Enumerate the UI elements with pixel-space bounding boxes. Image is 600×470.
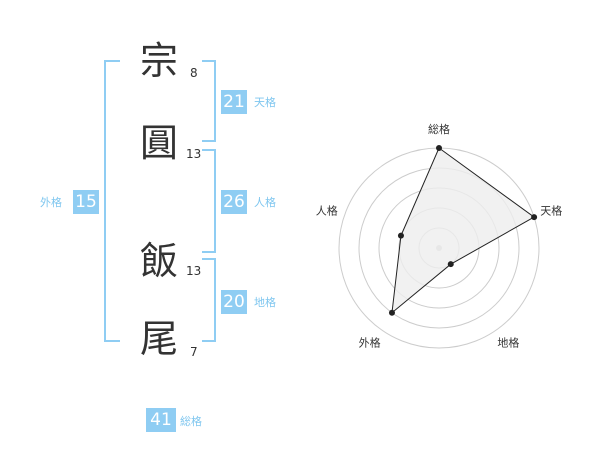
radar-axis-label-2: 天格 bbox=[540, 204, 562, 218]
radar-point-1 bbox=[436, 145, 442, 151]
chikaku-label: 地格 bbox=[254, 296, 276, 309]
radar-axis-label-5: 人格 bbox=[316, 204, 338, 218]
radar-point-2 bbox=[531, 214, 538, 221]
name-char-2: 圓 bbox=[140, 121, 179, 165]
stroke-count-2: 13 bbox=[186, 147, 202, 161]
radar-value-polygon bbox=[391, 147, 536, 314]
soukaku-value-badge: 41 bbox=[146, 408, 176, 432]
tenkaku-bracket bbox=[202, 60, 216, 142]
stroke-count-3: 13 bbox=[186, 264, 202, 278]
gaikaku-bracket bbox=[104, 60, 120, 342]
chikaku-value-badge: 20 bbox=[221, 290, 247, 314]
radar-axis-label-1: 総格 bbox=[428, 122, 450, 136]
jinkaku-label: 人格 bbox=[254, 196, 276, 209]
gaikaku-label: 外格 bbox=[40, 196, 62, 209]
radar-axis-label-3: 地格 bbox=[497, 335, 519, 349]
jinkaku-bracket bbox=[202, 149, 216, 253]
stroke-count-1: 8 bbox=[190, 66, 198, 80]
gaikaku-value-badge: 15 bbox=[73, 190, 99, 214]
radar-point-4 bbox=[388, 309, 395, 316]
name-char-1: 宗 bbox=[140, 39, 179, 83]
name-char-3: 飯 bbox=[140, 239, 179, 283]
chikaku-bracket bbox=[202, 258, 216, 342]
soukaku-label: 総格 bbox=[180, 415, 202, 428]
jinkaku-value-badge: 26 bbox=[221, 190, 247, 214]
radar-point-5 bbox=[397, 232, 404, 239]
tenkaku-value-badge: 21 bbox=[221, 90, 247, 114]
radar-point-3 bbox=[447, 261, 454, 268]
stroke-count-4: 7 bbox=[190, 345, 198, 359]
name-char-4: 尾 bbox=[140, 317, 179, 361]
radar-axis-label-4: 外格 bbox=[359, 335, 381, 349]
tenkaku-label: 天格 bbox=[254, 96, 276, 109]
